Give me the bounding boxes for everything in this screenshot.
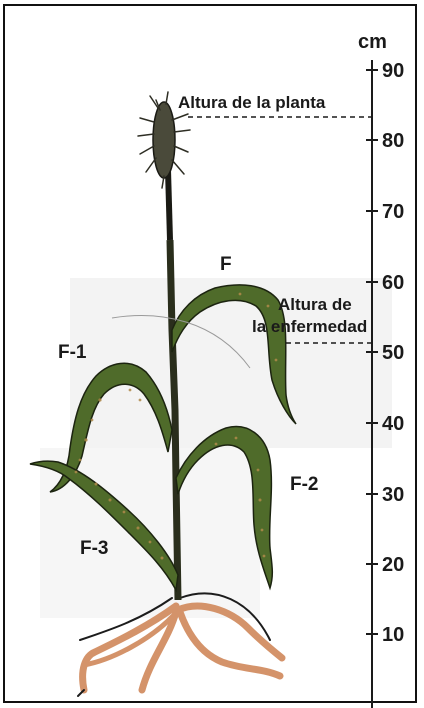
scale-tick-50: 50	[382, 342, 404, 364]
scale-tick-60: 60	[382, 272, 404, 294]
plant-height-label: Altura de la planta	[178, 93, 326, 112]
leaf-label-f3: F-3	[80, 538, 109, 559]
scale-tick-40: 40	[382, 413, 404, 435]
disease-height-label-line1: Altura de	[278, 295, 352, 314]
scale-tick-80: 80	[382, 130, 404, 152]
disease-height-label-line2: la enfermedad	[252, 317, 367, 336]
scale-tick-90: 90	[382, 60, 404, 82]
leaf-label-flag: F	[220, 254, 232, 275]
leaf-label-f1: F-1	[58, 342, 87, 363]
scale-tick-10: 10	[382, 624, 404, 646]
scale-tick-70: 70	[382, 201, 404, 223]
scale-tick-30: 30	[382, 484, 404, 506]
scale-tick-20: 20	[382, 554, 404, 576]
leaf-label-f2: F-2	[290, 474, 319, 495]
scale-unit: cm	[358, 31, 387, 53]
